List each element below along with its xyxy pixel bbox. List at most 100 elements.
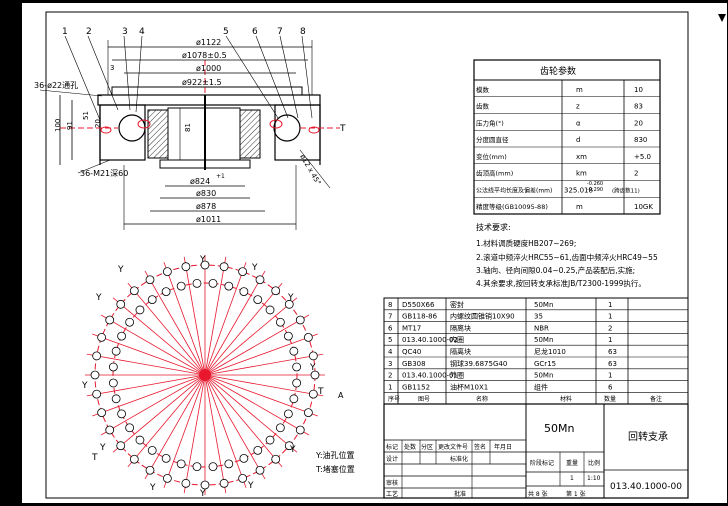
oil-y-9: Y — [289, 445, 296, 455]
tech-req-line-3: 3.轴向、径向间隙0.04~0.25,产品装配后,实施; — [476, 265, 635, 275]
drawing-code: 013.40.1000-00 — [610, 482, 682, 492]
bom-cell: GB1152 — [402, 383, 430, 391]
bolt-hole-outer — [308, 389, 318, 399]
bom-cell: 1 — [608, 301, 612, 309]
bolt-hole-outer — [181, 262, 191, 272]
bolt-hole-outer — [129, 454, 139, 464]
gear-cell-label: 齿顶高(mm) — [476, 169, 513, 178]
bolt-hole-inner — [292, 362, 302, 372]
bolt-hole-outer — [97, 332, 107, 342]
bom-cell: GB308 — [402, 360, 426, 368]
bom-cell: 1 — [608, 313, 612, 321]
oil-y-4: Y — [287, 293, 294, 303]
radial-line — [204, 262, 247, 376]
tech-req-line-4: 4.其余要求,按回转支承标准JB/T2300-1999执行。 — [476, 278, 646, 288]
radial-line — [163, 262, 206, 376]
bom-cell: 油杯M10X1 — [450, 382, 488, 391]
radial-line — [204, 374, 298, 453]
bom-cell: 50Mn — [534, 301, 553, 309]
part-label-5: 5 — [223, 27, 229, 37]
bom-cell: 组件 — [534, 382, 548, 391]
bolt-hole-outer — [271, 454, 281, 464]
dim-878: ø878 — [196, 202, 216, 211]
bom-header-cell: 材料 — [560, 395, 572, 403]
radial-line — [204, 374, 318, 417]
tb-count: 处数 — [404, 443, 416, 451]
bolt-hole-inner — [176, 281, 186, 291]
gear-table-title: 齿轮参数 — [540, 65, 576, 77]
oil-y-6: Y — [81, 381, 88, 391]
cross-section-view — [39, 35, 340, 230]
radial-line — [204, 353, 324, 376]
bolt-hole-outer — [238, 473, 248, 483]
dim-1078: ø1078±0.5 — [182, 51, 227, 60]
bolt-hole-outer — [295, 425, 305, 435]
radial-line — [92, 374, 206, 417]
tb-scale-val: 1:10 — [587, 475, 601, 482]
bolt-hole-inner — [111, 394, 121, 404]
bolt-hole-inner — [108, 362, 118, 372]
bom-cell: 内螺纹圆锥销10X90 — [450, 312, 515, 321]
gear-cell-symbol: α — [576, 119, 581, 127]
bolt-hole-inner — [147, 445, 157, 455]
radial-line — [204, 374, 227, 494]
bolt-hole-outer — [219, 478, 229, 488]
dim-824-tol: +1 — [216, 173, 225, 180]
bolt-hole-inner — [135, 305, 145, 315]
bom-cell: 1 — [388, 383, 392, 391]
gear-cell-symbol: m — [576, 86, 583, 94]
gear-cell-label: 公法线平均长度及偏差(mm) — [476, 186, 552, 194]
oil-y-8: Y — [99, 443, 106, 453]
bolt-hole-outer — [181, 478, 191, 488]
gear-cell-label: 分度圆直径 — [476, 135, 509, 144]
radial-line — [204, 374, 247, 488]
bolt-hole-outer — [284, 441, 294, 451]
bom-cell: 尼龙1010 — [534, 347, 566, 356]
bolt-hole-inner — [208, 278, 218, 288]
radial-line — [127, 374, 206, 468]
plug-t-2: T — [91, 453, 98, 463]
gear-cell-value: 325.018 — [564, 186, 593, 194]
radial-line — [204, 297, 298, 376]
bolt-hole-outer — [116, 441, 126, 451]
gear-cell-label: 齿数 — [476, 102, 490, 111]
dim-830: ø830 — [196, 189, 216, 198]
bom-cell: 35 — [534, 313, 543, 321]
radial-line — [204, 282, 283, 376]
bolt-hole-outer — [97, 408, 107, 418]
bom-cell: GCr15 — [534, 360, 556, 368]
tb-mark: 标记 — [386, 443, 398, 451]
drawing-frame — [45, 11, 689, 499]
radial-line — [204, 374, 266, 480]
radial-line — [127, 282, 206, 376]
bom-cell: 2 — [608, 324, 612, 332]
bolt-hole-outer — [238, 267, 248, 277]
angle-a: A — [338, 391, 344, 400]
bolt-hole-outer — [162, 473, 172, 483]
gear-cell-value: 2 — [634, 170, 638, 178]
bolt-hole-outer — [162, 267, 172, 277]
radial-line — [204, 374, 310, 436]
gear-cell-label: 变位(mm) — [476, 152, 507, 161]
bolt-hole-inner — [125, 423, 135, 433]
gear-cell-value: 20 — [634, 119, 643, 127]
bom-cell: 6 — [388, 324, 393, 332]
bolt-hole-inner — [111, 346, 121, 356]
gear-tol-bot: -0.290 — [587, 187, 603, 193]
dim-20: 20 — [94, 119, 102, 128]
dim-1000: ø1000 — [196, 64, 221, 73]
tb-sign: 签名 — [474, 443, 486, 451]
tb-weight: 重量 — [566, 459, 578, 467]
oil-y-3: Y — [251, 263, 258, 273]
bolt-hole-inner — [192, 278, 202, 288]
bolt-hole-outer — [308, 351, 318, 361]
bolt-hole-inner — [289, 394, 299, 404]
bom-header-cell: 名称 — [476, 395, 488, 403]
bottom-circular-view — [85, 255, 325, 495]
hole-note: 36-ø22通孔 — [34, 80, 78, 90]
bolt-hole-inner — [275, 317, 285, 327]
radial-line — [86, 353, 206, 376]
tb-doc: 更改文件号 — [438, 443, 468, 451]
dim-1011: ø1011 — [196, 215, 221, 224]
radial-line — [163, 374, 206, 488]
